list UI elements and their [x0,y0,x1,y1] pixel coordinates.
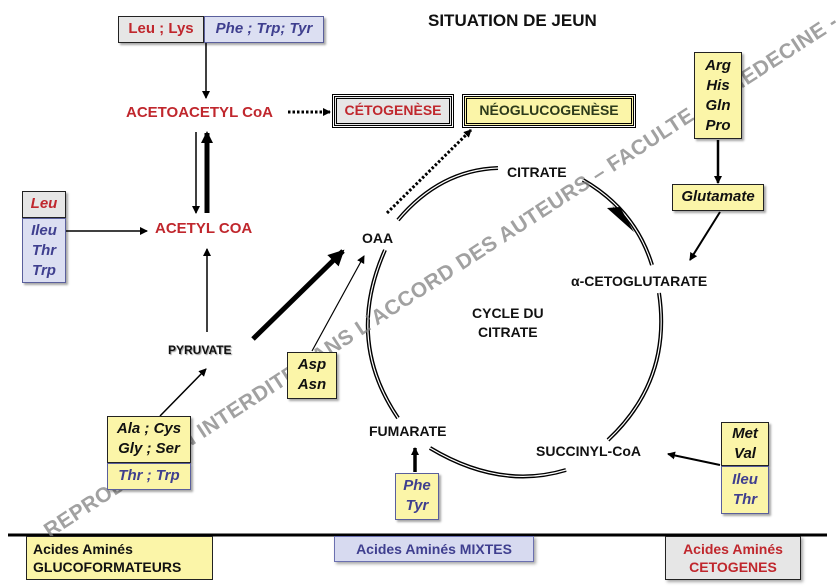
arrow-glutamate-to-akg [689,211,721,261]
aa-thr-2: Thr [732,491,758,508]
succinyl-glucogenic-aa: Met Val [721,422,769,466]
aa-ileu: Ileu [31,222,57,239]
node-fumarate: FUMARATE [369,423,447,439]
pyruvate-amino-acid-box: Ala ; Cys Gly ; Ser Thr ; Trp [107,416,191,492]
aa-ala-cys: Ala ; Cys [116,420,182,437]
arrow-ala-to-pyruvate [159,368,207,417]
arrow-met-to-succinyl [667,451,721,466]
aa-phe: Phe [403,477,431,494]
oaa-amino-acid-box: Asp Asn [287,352,337,399]
succinyl-mixed-aa: Ileu Thr [721,466,769,514]
pyruvate-mixed-aa: Thr ; Trp [107,463,191,490]
legend-ketogenic-line1: Acides Aminés [683,541,783,557]
legend-glucogenic-line2: GLUCOFORMATEURS [33,559,182,575]
aa-pro: Pro [705,117,731,134]
citric-acid-cycle [365,166,664,479]
cycle-arc-akg-succinyl [606,292,664,442]
aa-asp: Asp [297,356,327,373]
pyruvate-glucogenic-aa: Ala ; Cys Gly ; Ser [107,416,191,463]
aa-tyr: Tyr [405,497,429,514]
aa-asn: Asn [297,376,327,393]
gluconeogenesis-box: NÉOGLUCOGENÈSE [462,94,636,128]
aa-met: Met [732,425,758,442]
left-ketogenic-aa: Leu [22,191,66,218]
aa-gly-ser: Gly ; Ser [118,440,180,457]
arrow-asp-to-oaa [311,255,365,352]
page-title: SITUATION DE JEUN [428,11,597,30]
aa-ileu-2: Ileu [732,471,758,488]
left-mixed-aa: Ileu Thr Trp [22,218,66,283]
node-acetyl-coa: ACETYL COA [155,220,253,237]
node-succinyl-coa: SUCCINYL-CoA [536,443,641,459]
aa-thr: Thr [31,242,57,259]
glutamate-source-box: Arg His Gln Pro [694,52,742,139]
cycle-arc-citrate-akg [581,178,654,266]
succinyl-amino-acid-box: Met Val Ileu Thr [721,422,769,514]
node-alpha-ketoglutarate: α-CETOGLUTARATE [571,273,708,289]
aa-trp: Trp [32,262,56,279]
legend-ketogenic-line2: CETOGENES [689,559,777,575]
legend-mixed: Acides Aminés MIXTES [334,536,534,562]
top-amino-acid-box: Leu ; Lys Phe ; Trp; Tyr [118,16,324,43]
glutamate-box: Glutamate [672,184,764,211]
legend-glucogenic-line1: Acides Aminés [33,541,133,557]
node-acetoacetyl-coa: ACETOACETYL CoA [126,104,273,121]
aa-his: His [706,77,730,94]
cycle-title-line2: CITRATE [477,324,538,340]
ketogenesis-box: CÉTOGENÈSE [332,94,454,128]
cycle-title-line1: CYCLE DU [472,305,544,321]
cycle-title: CYCLE DU CITRATE [472,304,544,342]
aa-gln: Gln [705,97,731,114]
arrow-pyruvate-to-oaa [251,249,345,341]
node-citrate: CITRATE [507,164,567,180]
aa-val: Val [734,445,756,462]
node-oaa: OAA [362,230,394,246]
legend-glucogenic: Acides Aminés GLUCOFORMATEURS [26,536,213,580]
left-amino-acid-box: Leu Ileu Thr Trp [22,191,66,283]
aa-arg: Arg [705,57,731,74]
legend-ketogenic: Acides Aminés CETOGENES [665,536,801,580]
arrow-oaa-to-gluconeogenesis [385,128,473,215]
cycle-arc-oaa-citrate [396,166,499,222]
top-mixed-aa: Phe ; Trp; Tyr [204,16,324,43]
node-pyruvate: PYRUVATE [168,343,232,357]
top-ketogenic-aa: Leu ; Lys [118,16,204,43]
fumarate-amino-acid-box: Phe Tyr [395,473,439,520]
